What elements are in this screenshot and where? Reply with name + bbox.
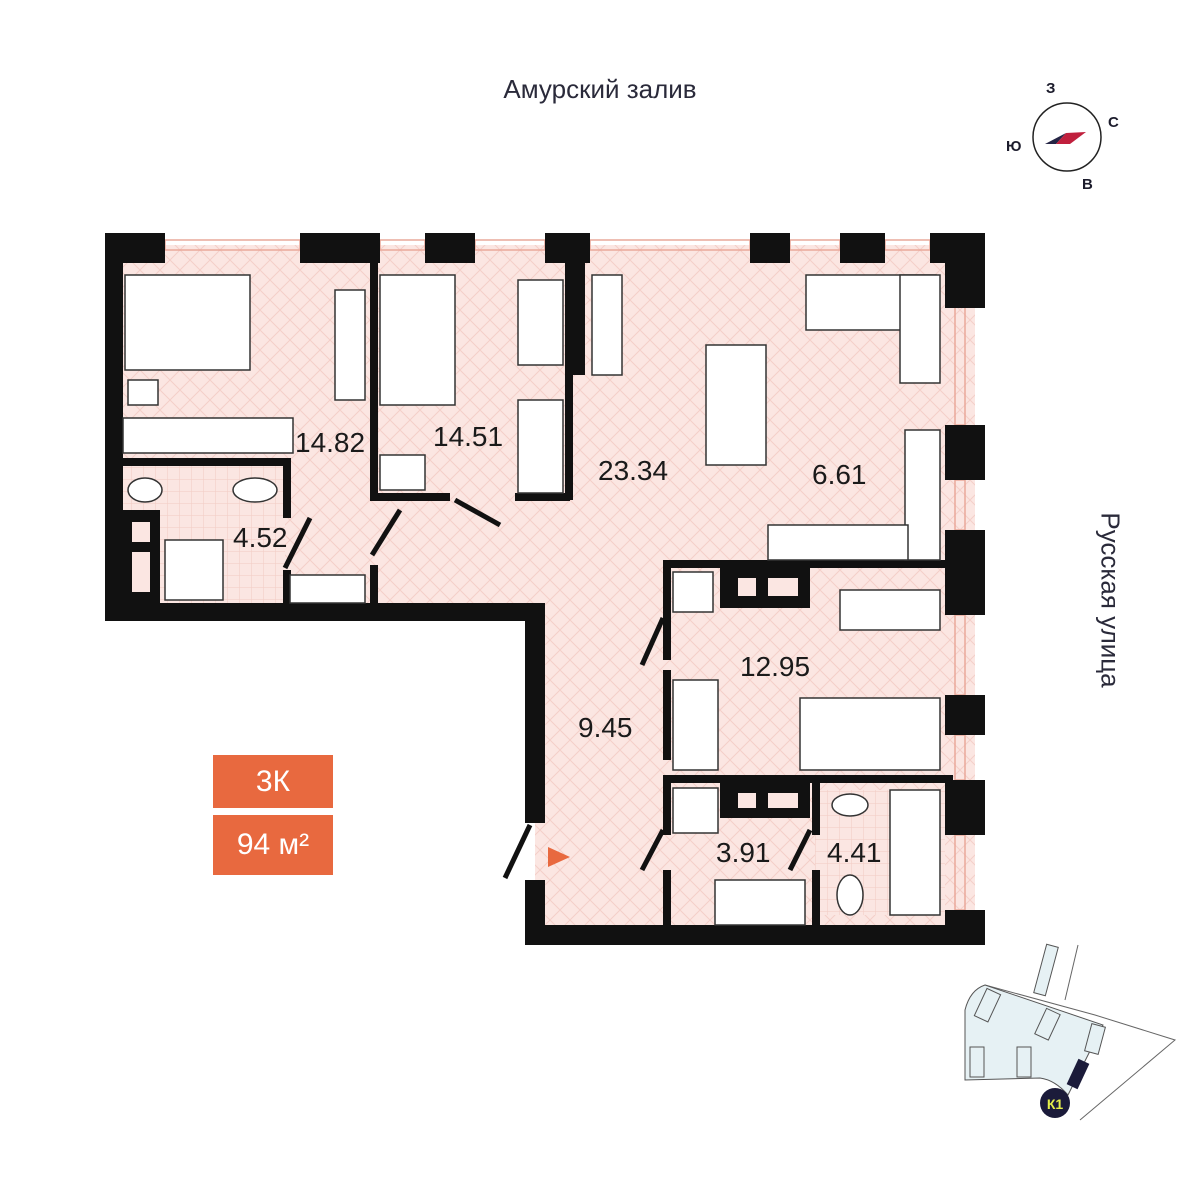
compass-icon (1032, 102, 1102, 172)
desk-icon (517, 279, 564, 366)
wardrobe-icon (517, 399, 564, 494)
compass-south: Ю (1006, 138, 1022, 155)
kitchen-counter-icon (904, 429, 941, 561)
apartment-area-badge: 94 м² (213, 815, 333, 875)
doors (282, 497, 813, 880)
furniture (122, 274, 941, 926)
room-area-bathroom-1: 4.52 (233, 522, 288, 553)
street-label-top: Амурский залив (503, 74, 697, 104)
wardrobe-icon (714, 879, 806, 926)
sink-icon (127, 477, 163, 503)
site-plan-map: К1 (964, 943, 1177, 1121)
building-marker (1040, 1088, 1070, 1118)
bed-icon (124, 274, 251, 371)
room-area-living-room: 23.34 (598, 455, 668, 486)
toilet-icon (232, 477, 278, 503)
bed-icon (799, 697, 941, 771)
room-area-bedroom-2: 14.51 (433, 421, 503, 452)
desk-icon (839, 589, 941, 631)
compass-west: З (1046, 80, 1056, 97)
room-area-bedroom-3: 12.95 (740, 651, 810, 682)
dining-table-icon (705, 344, 767, 466)
bed-icon (379, 274, 456, 406)
sink-icon (831, 793, 869, 817)
room-area-hallway: 9.45 (578, 712, 633, 743)
compass-east: В (1082, 176, 1093, 193)
wardrobe-icon (122, 417, 294, 454)
washing-machine-icon (164, 539, 224, 601)
bathtub-icon (889, 789, 941, 916)
apartment-type-badge: 3К (213, 755, 333, 808)
room-area-bedroom-1: 14.82 (295, 427, 365, 458)
toilet-icon (836, 874, 864, 916)
wardrobe-icon (672, 679, 719, 771)
entrance-arrow-icon (548, 847, 570, 867)
compass-north: С (1108, 114, 1119, 131)
room-area-bathroom-2: 4.41 (827, 837, 882, 868)
room-area-wardrobe: 3.91 (716, 837, 771, 868)
building-marker-label: К1 (1047, 1096, 1064, 1112)
room-area-kitchen: 6.61 (812, 459, 867, 490)
